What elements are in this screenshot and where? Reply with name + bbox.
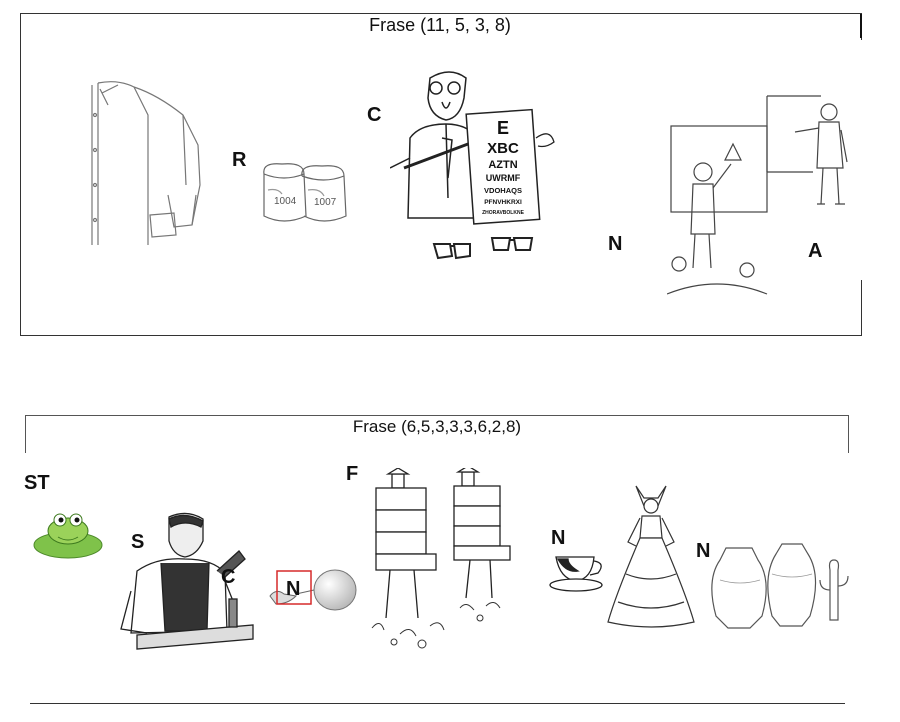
letter-f: F [346,463,359,485]
chart-line-5: VDOHAQS [484,186,522,195]
panel-border-gap [858,40,866,280]
vases-cactus-image [711,543,849,629]
letter-r: R [232,149,247,171]
letter-a: A [808,240,823,262]
chart-line-1: E [497,118,509,138]
letter-st: ST [24,472,50,494]
teacher-image [766,95,848,205]
balloon-image [269,569,357,611]
letter-c-shoemaker: C [221,566,236,588]
letter-n-vases: N [696,540,711,562]
bottom-divider [30,703,845,704]
money-bags-image: 1004 1007 [263,163,347,222]
panel-corner-mark [860,14,862,38]
jar-label-1: 1004 [274,196,297,207]
letter-n-cup: N [551,527,566,549]
chart-line-6: PFNVHKRXI [484,199,522,206]
letter-n: N [608,233,623,255]
jar-label-2: 1007 [314,197,337,208]
chart-line-3: AZTN [488,159,517,171]
shoemaker-image [120,512,254,650]
shirt-image [91,81,201,245]
letter-c: C [367,104,382,126]
teacup-image [549,556,603,592]
chart-line-7: ZHORAVBOLKNE [482,210,525,216]
puzzle-1-caption: Frase (11, 5, 3, 8) [369,15,511,35]
beehives-image [371,468,511,649]
optician-image: E XBC AZTN UWRMF VDOHAQS PFNVHKRXI ZHORA… [390,71,555,260]
frog-image [33,513,103,559]
classroom-image [667,125,768,295]
chart-line-2: XBC [487,140,519,157]
puzzle-panel-2 [25,415,849,453]
gown-lady-image [607,485,695,628]
letter-n-boxed: N [286,578,301,600]
letter-s: S [131,531,145,553]
chart-line-4: UWRMF [486,173,521,183]
puzzle-2-caption: Frase (6,5,3,3,3,6,2,8) [352,417,522,436]
